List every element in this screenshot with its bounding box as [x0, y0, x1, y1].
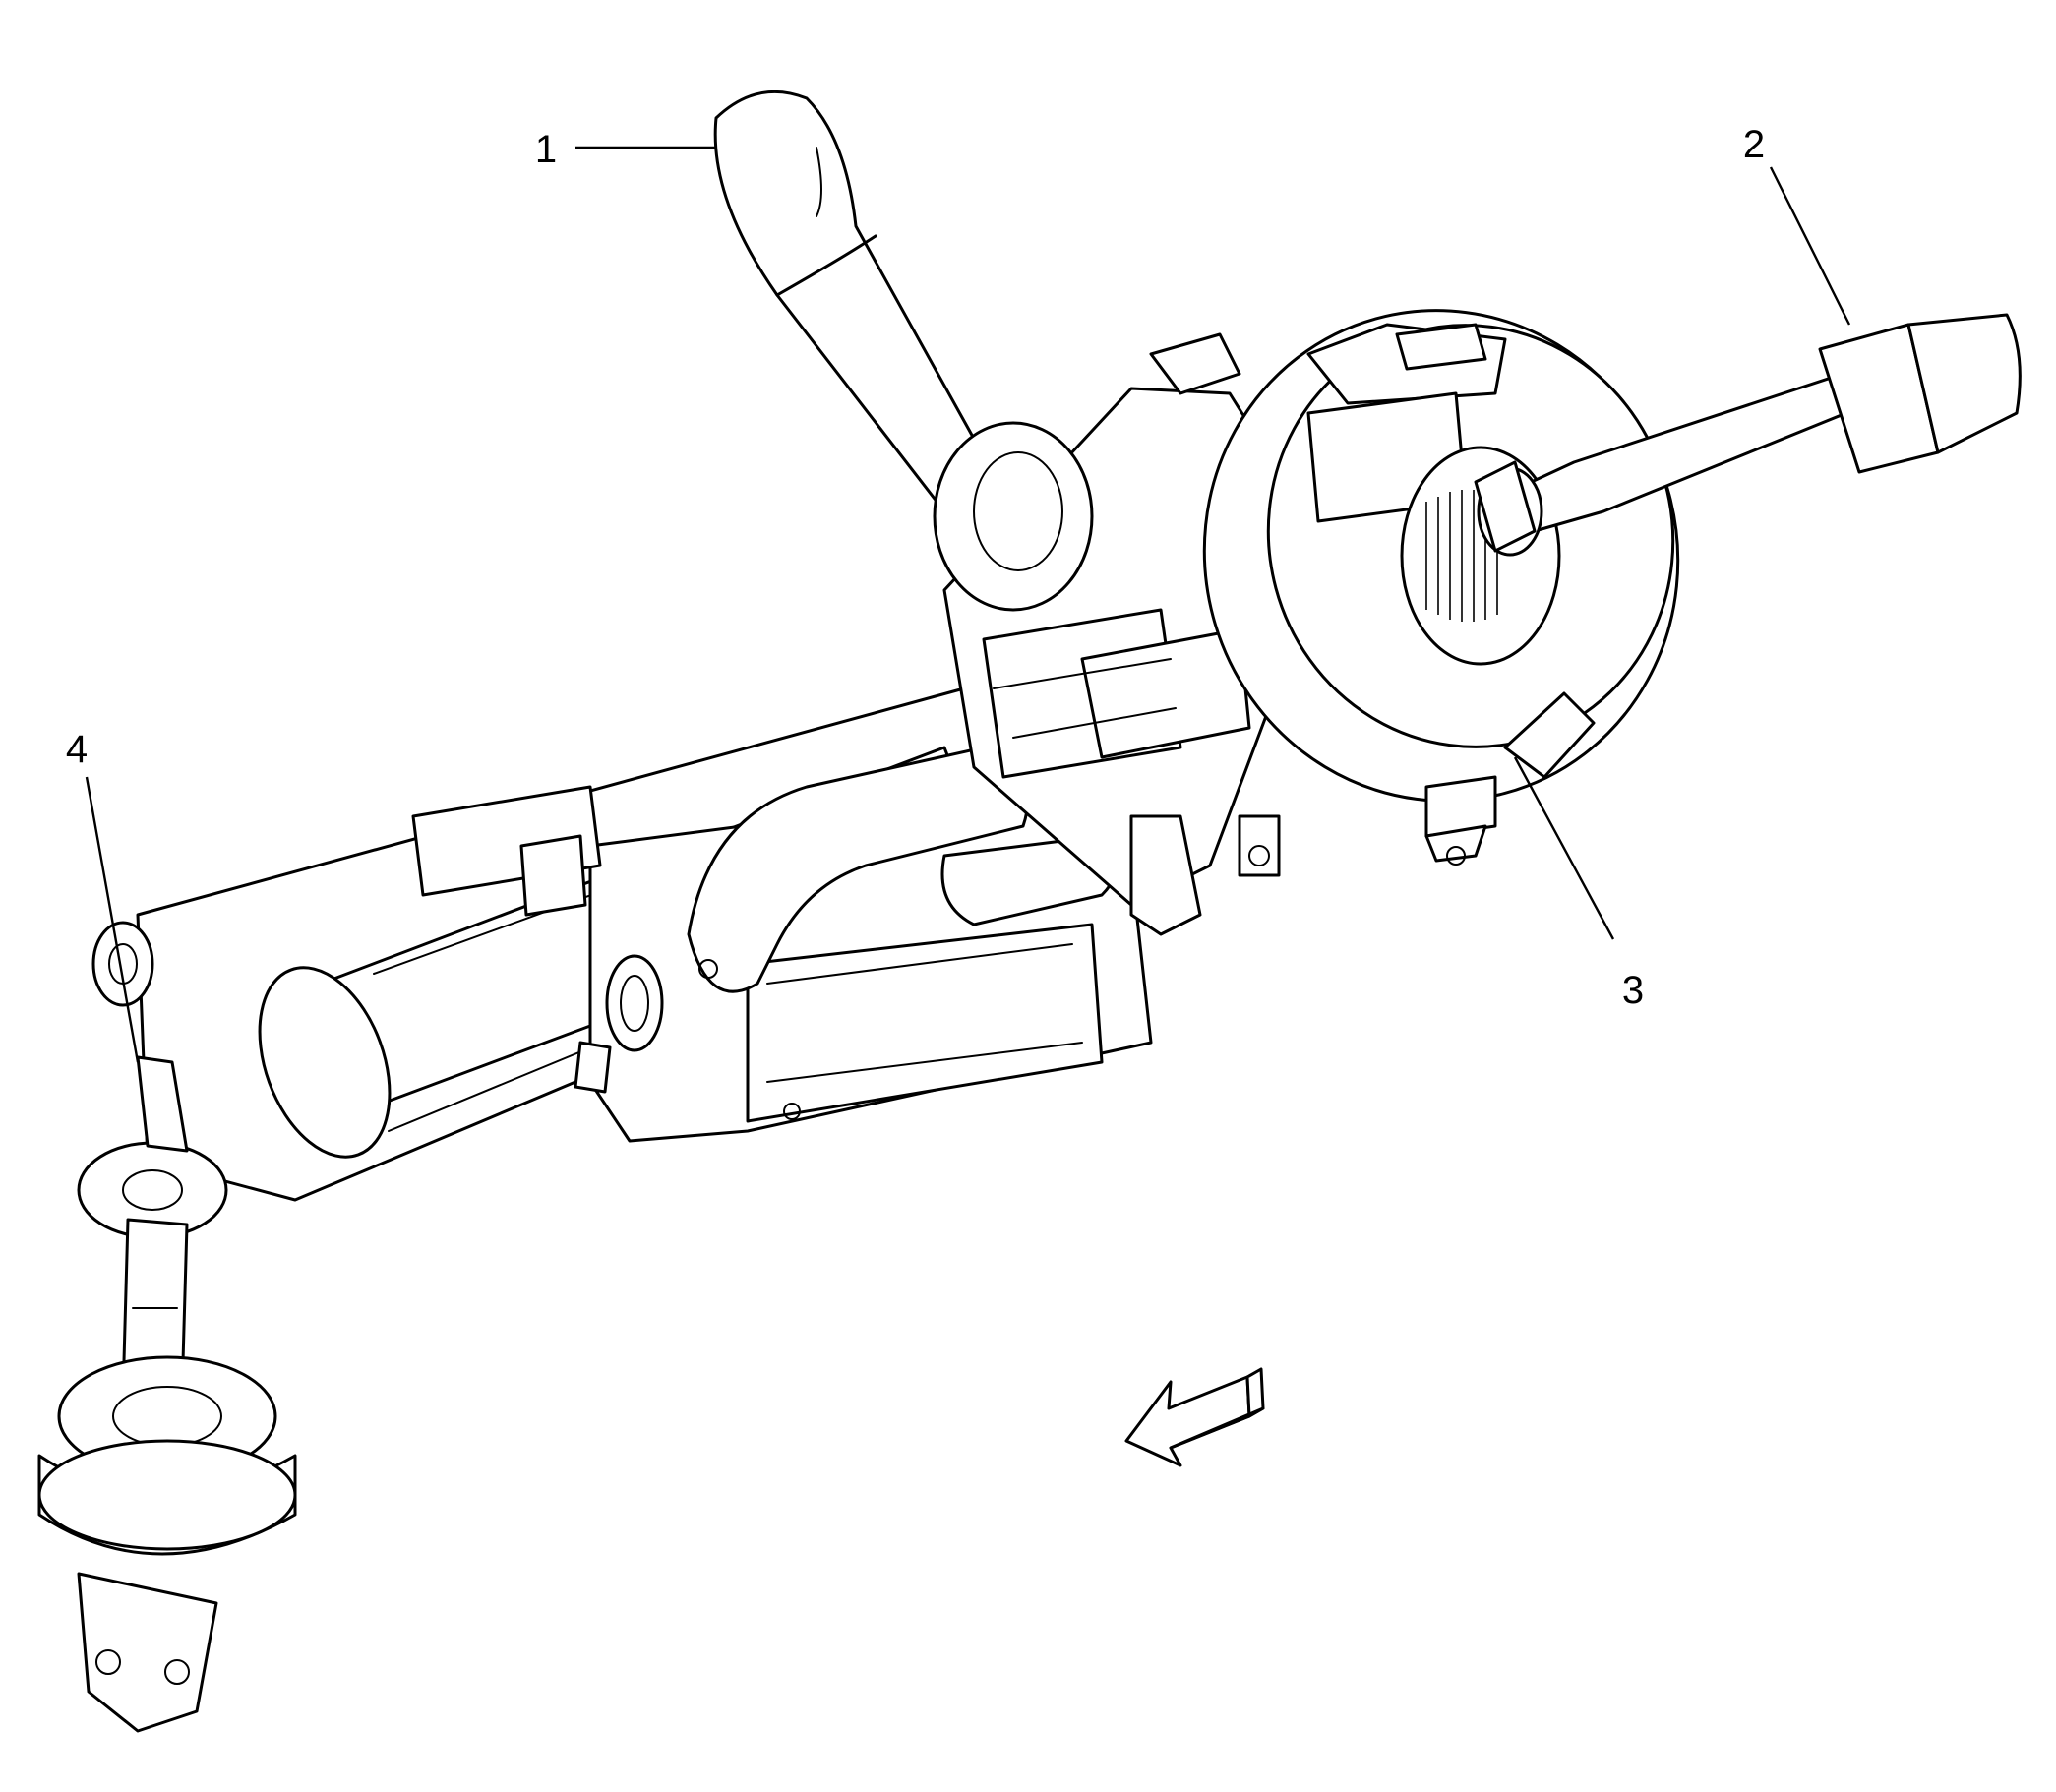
wiper-washer-lever — [1474, 313, 2022, 557]
direction-arrow — [1124, 1367, 1265, 1467]
tilt-lever — [605, 746, 1119, 1052]
callout-1: 1 — [535, 128, 557, 171]
turn-signal-lever — [713, 90, 1094, 612]
steering-shaft-spline — [1425, 490, 1498, 622]
callout-leaders — [85, 146, 1851, 1063]
callout-3: 3 — [1622, 969, 1644, 1012]
leader-4 — [85, 776, 140, 1063]
leader-3 — [1513, 756, 1615, 940]
callout-4: 4 — [66, 728, 88, 771]
leader-2 — [1769, 166, 1851, 326]
clock-spring — [1202, 309, 1680, 866]
callout-2: 2 — [1743, 123, 1765, 166]
intermediate-shaft — [37, 1055, 297, 1733]
multifunction-switch-housing — [942, 332, 1281, 936]
